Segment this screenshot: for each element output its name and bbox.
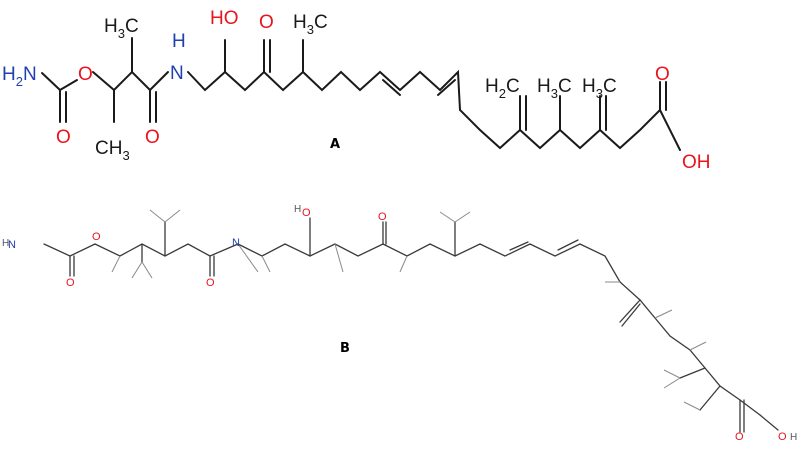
- structure-b-bonds: [43, 217, 779, 433]
- ester-oxygen-label: O: [78, 64, 93, 85]
- amine-label: H2N: [2, 64, 37, 89]
- acid-hydroxyl-label: OH: [682, 152, 711, 173]
- acid-oxygen-label: O: [655, 64, 670, 85]
- methyl-label-4: H3C: [537, 76, 572, 101]
- b-carbamate-oxygen-label: O: [66, 277, 75, 289]
- b-hydroxyl-oxygen-label: O: [302, 207, 311, 219]
- methylene-label: H2C: [485, 76, 520, 101]
- panel-label-b: B: [340, 341, 350, 356]
- structure-a-atoms: H2N O O H3C CH3 O H N HO O H3C H2C H3C H…: [2, 8, 711, 173]
- b-amide-n-label: N: [232, 237, 240, 249]
- b-acid-oxygen-label: O: [735, 431, 744, 443]
- ketone-oxygen-label: O: [259, 12, 274, 33]
- panel-label-a: A: [330, 137, 340, 152]
- structure-a: H2N O O H3C CH3 O H N HO O H3C H2C H3C H…: [2, 8, 711, 173]
- b-ester-oxygen-label: O: [92, 231, 101, 243]
- b-h-label: H: [790, 432, 797, 443]
- methyl-label-1: H3C: [104, 16, 139, 41]
- b-ketone-oxygen-label: O: [378, 211, 387, 223]
- b-h-label: H: [294, 204, 301, 215]
- structure-b-atoms: N O O O N O O O O H H H: [2, 204, 797, 443]
- amide-n-label: N: [170, 63, 184, 84]
- hydroxyl-label: HO: [210, 8, 239, 29]
- amide-oxygen-label: O: [145, 127, 160, 148]
- b-amide-oxygen-label: O: [206, 277, 215, 289]
- b-h-label: H: [2, 238, 9, 249]
- structure-a-bonds: [41, 37, 681, 151]
- structure-b: N O O O N O O O O H H H B: [2, 204, 797, 443]
- b-amine-label: N: [8, 239, 16, 251]
- structure-b-hydrogens: [111, 209, 707, 411]
- carbamate-oxygen-label: O: [56, 127, 71, 148]
- amide-h-label: H: [172, 31, 186, 52]
- methyl-label-5: H3C: [582, 76, 617, 101]
- b-acid-hydroxyl-label: O: [778, 431, 787, 443]
- methyl-label-2: CH3: [95, 138, 130, 163]
- methyl-label-3: H3C: [293, 12, 328, 37]
